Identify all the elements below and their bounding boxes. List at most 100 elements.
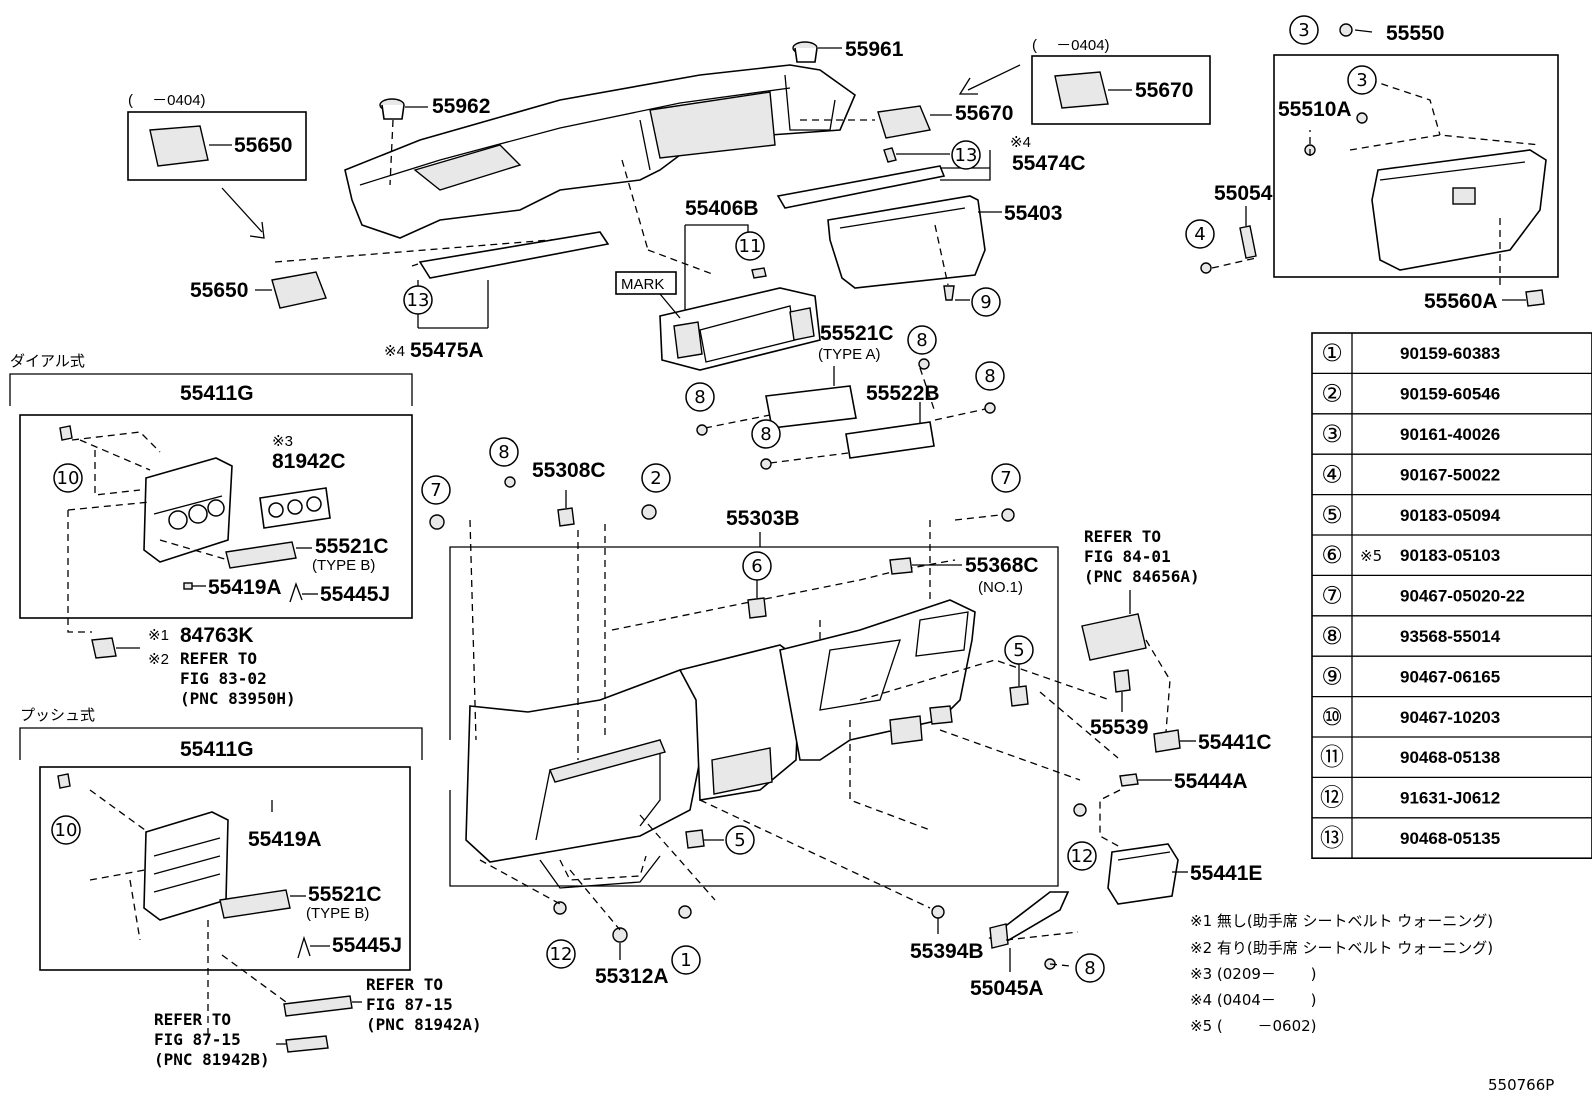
svg-text:(PNC 83950H): (PNC 83950H) xyxy=(180,689,296,708)
fastener-key: ④ xyxy=(1321,460,1343,488)
cover-55403: 55403 xyxy=(827,195,1062,301)
callout-8: 8 xyxy=(489,437,519,467)
label-55475A: 55475A xyxy=(410,339,484,362)
fastener-key: ② xyxy=(1321,380,1343,408)
fastener-key: ⑥ xyxy=(1321,541,1343,569)
svg-text:FIG 87-15: FIG 87-15 xyxy=(366,995,453,1014)
trim-55045A: 55045A xyxy=(970,891,1079,1000)
svg-text:(PNC 84656A): (PNC 84656A) xyxy=(1084,567,1200,586)
callout-8: 8 xyxy=(1075,953,1105,983)
type-a: (TYPE A) xyxy=(818,346,881,363)
svg-text:REFER TO: REFER TO xyxy=(180,649,257,668)
label-55411G-2: 55411G xyxy=(180,738,254,761)
fastener-key: ⑧ xyxy=(1321,622,1343,650)
label-55445J-2: 55445J xyxy=(332,934,402,957)
part-55539: 55539 xyxy=(1090,669,1148,739)
fastener-part-number: 90167-50022 xyxy=(1400,465,1500,484)
lower-panel-clips: 55308C 55368C (NO.1) xyxy=(532,459,1039,849)
fastener-part-number: 90468-05135 xyxy=(1400,829,1500,848)
fastener-key: ⑫ xyxy=(1320,784,1344,812)
callout-9: 9 xyxy=(971,287,1001,317)
callout-12: 12 xyxy=(1067,841,1097,871)
connector-84763K: ※1 84763K ※2 REFER TO FIG 83-02 (PNC 839… xyxy=(91,624,296,708)
fastener-part-number: 90467-10203 xyxy=(1400,708,1500,727)
svg-text:8: 8 xyxy=(984,366,995,387)
label-55445J-1: 55445J xyxy=(320,583,390,606)
footnote-4: ※4 (0404－ ) xyxy=(1190,991,1317,1009)
svg-text:13: 13 xyxy=(955,145,978,166)
callout-4: 4 xyxy=(1185,219,1215,249)
section-dial: ダイアル式 xyxy=(10,352,85,370)
label-55419A-1: 55419A xyxy=(208,576,282,599)
fastener-part-number: 90159-60383 xyxy=(1400,344,1500,363)
label-55560A: 55560A xyxy=(1424,290,1498,313)
mark-tag: MARK xyxy=(621,276,664,293)
label-55419A-2: 55419A xyxy=(248,828,322,851)
fastener-key: ① xyxy=(1321,339,1343,367)
svg-text:7: 7 xyxy=(430,480,441,501)
label-55441E: 55441E xyxy=(1190,862,1262,885)
svg-text:1: 1 xyxy=(680,950,691,971)
callout-13: 13 xyxy=(951,140,981,170)
pocket-55521C-typeA: 55521C (TYPE A) xyxy=(765,322,894,429)
fastener-key: ⑦ xyxy=(1321,582,1343,610)
label-55403: 55403 xyxy=(1004,202,1062,225)
panel-55406B: 55406B MARK xyxy=(615,159,821,371)
svg-text:(PNC 81942A): (PNC 81942A) xyxy=(366,1015,482,1034)
label-55441C: 55441C xyxy=(1198,731,1272,754)
svg-text:※4: ※4 xyxy=(1010,134,1031,151)
clip-55961: 55961 xyxy=(792,38,904,63)
fastener-part-number: 90183-05103 xyxy=(1400,546,1500,565)
svg-text:7: 7 xyxy=(1000,468,1011,489)
svg-text:(PNC 81942B): (PNC 81942B) xyxy=(154,1050,270,1069)
callout-11: 11 xyxy=(735,231,765,261)
screw-55394B: 55394B xyxy=(910,918,984,963)
fastener-part-number: 90159-60546 xyxy=(1400,385,1500,404)
svg-text:6: 6 xyxy=(751,556,762,577)
fastener-key: ⑪ xyxy=(1320,743,1344,771)
fastener-part-number: 91631-J0612 xyxy=(1400,789,1500,808)
label-55961: 55961 xyxy=(845,38,904,61)
label-55522B: 55522B xyxy=(866,382,940,405)
label-55962: 55962 xyxy=(432,95,490,118)
trim-55474C: ※4 55474C xyxy=(776,134,1086,209)
label-55406B: 55406B xyxy=(685,197,759,220)
svg-text:4: 4 xyxy=(1194,224,1205,245)
label-55670-box: 55670 xyxy=(1135,79,1193,102)
vent-55650: 55650 xyxy=(190,235,601,309)
label-84763K: 84763K xyxy=(180,624,254,647)
callout-2: 2 xyxy=(641,463,671,493)
footnote-5: ※5 ( －0602) xyxy=(1190,1017,1317,1035)
svg-text:FIG 84-01: FIG 84-01 xyxy=(1084,547,1171,566)
callout-13: 13 xyxy=(403,285,433,315)
svg-text:3: 3 xyxy=(1356,70,1367,91)
label-55368C: 55368C xyxy=(965,554,1039,577)
label-55045A: 55045A xyxy=(970,977,1044,1000)
label-55444A: 55444A xyxy=(1174,770,1248,793)
svg-text:8: 8 xyxy=(760,424,771,445)
fastener-part-number: 93568-55014 xyxy=(1400,627,1501,646)
callout-8: 8 xyxy=(975,361,1005,391)
callout-8: 8 xyxy=(751,419,781,449)
label-55521C-c: 55521C xyxy=(308,883,382,906)
svg-text:11: 11 xyxy=(739,236,762,257)
refs-81942: REFER TO FIG 87-15 (PNC 81942A) REFER TO… xyxy=(154,975,482,1069)
clip-55962: 55962 xyxy=(379,95,490,186)
svg-text:※3: ※3 xyxy=(272,433,293,450)
svg-text:REFER TO: REFER TO xyxy=(366,975,443,994)
part-55444A: 55444A xyxy=(1099,770,1248,849)
svg-text:※1: ※1 xyxy=(148,627,169,644)
label-55510A: 55510A xyxy=(1278,98,1352,121)
vent-55670: 55670 ( －0404) 55670 xyxy=(800,37,1211,139)
label-55670: 55670 xyxy=(955,102,1013,125)
svg-text:9: 9 xyxy=(980,292,991,313)
label-55303B: 55303B xyxy=(726,507,800,530)
label-55539: 55539 xyxy=(1090,716,1148,739)
type-b-1: (TYPE B) xyxy=(312,557,375,574)
fastener-part-number: 90161-40026 xyxy=(1400,425,1500,444)
hinge-55054: 55054 xyxy=(1211,182,1273,269)
svg-text:12: 12 xyxy=(1071,846,1094,867)
callout-5: 5 xyxy=(725,825,755,855)
footnote-3: ※3 (0209－ ) xyxy=(1190,965,1317,983)
callout-12: 12 xyxy=(546,939,576,969)
